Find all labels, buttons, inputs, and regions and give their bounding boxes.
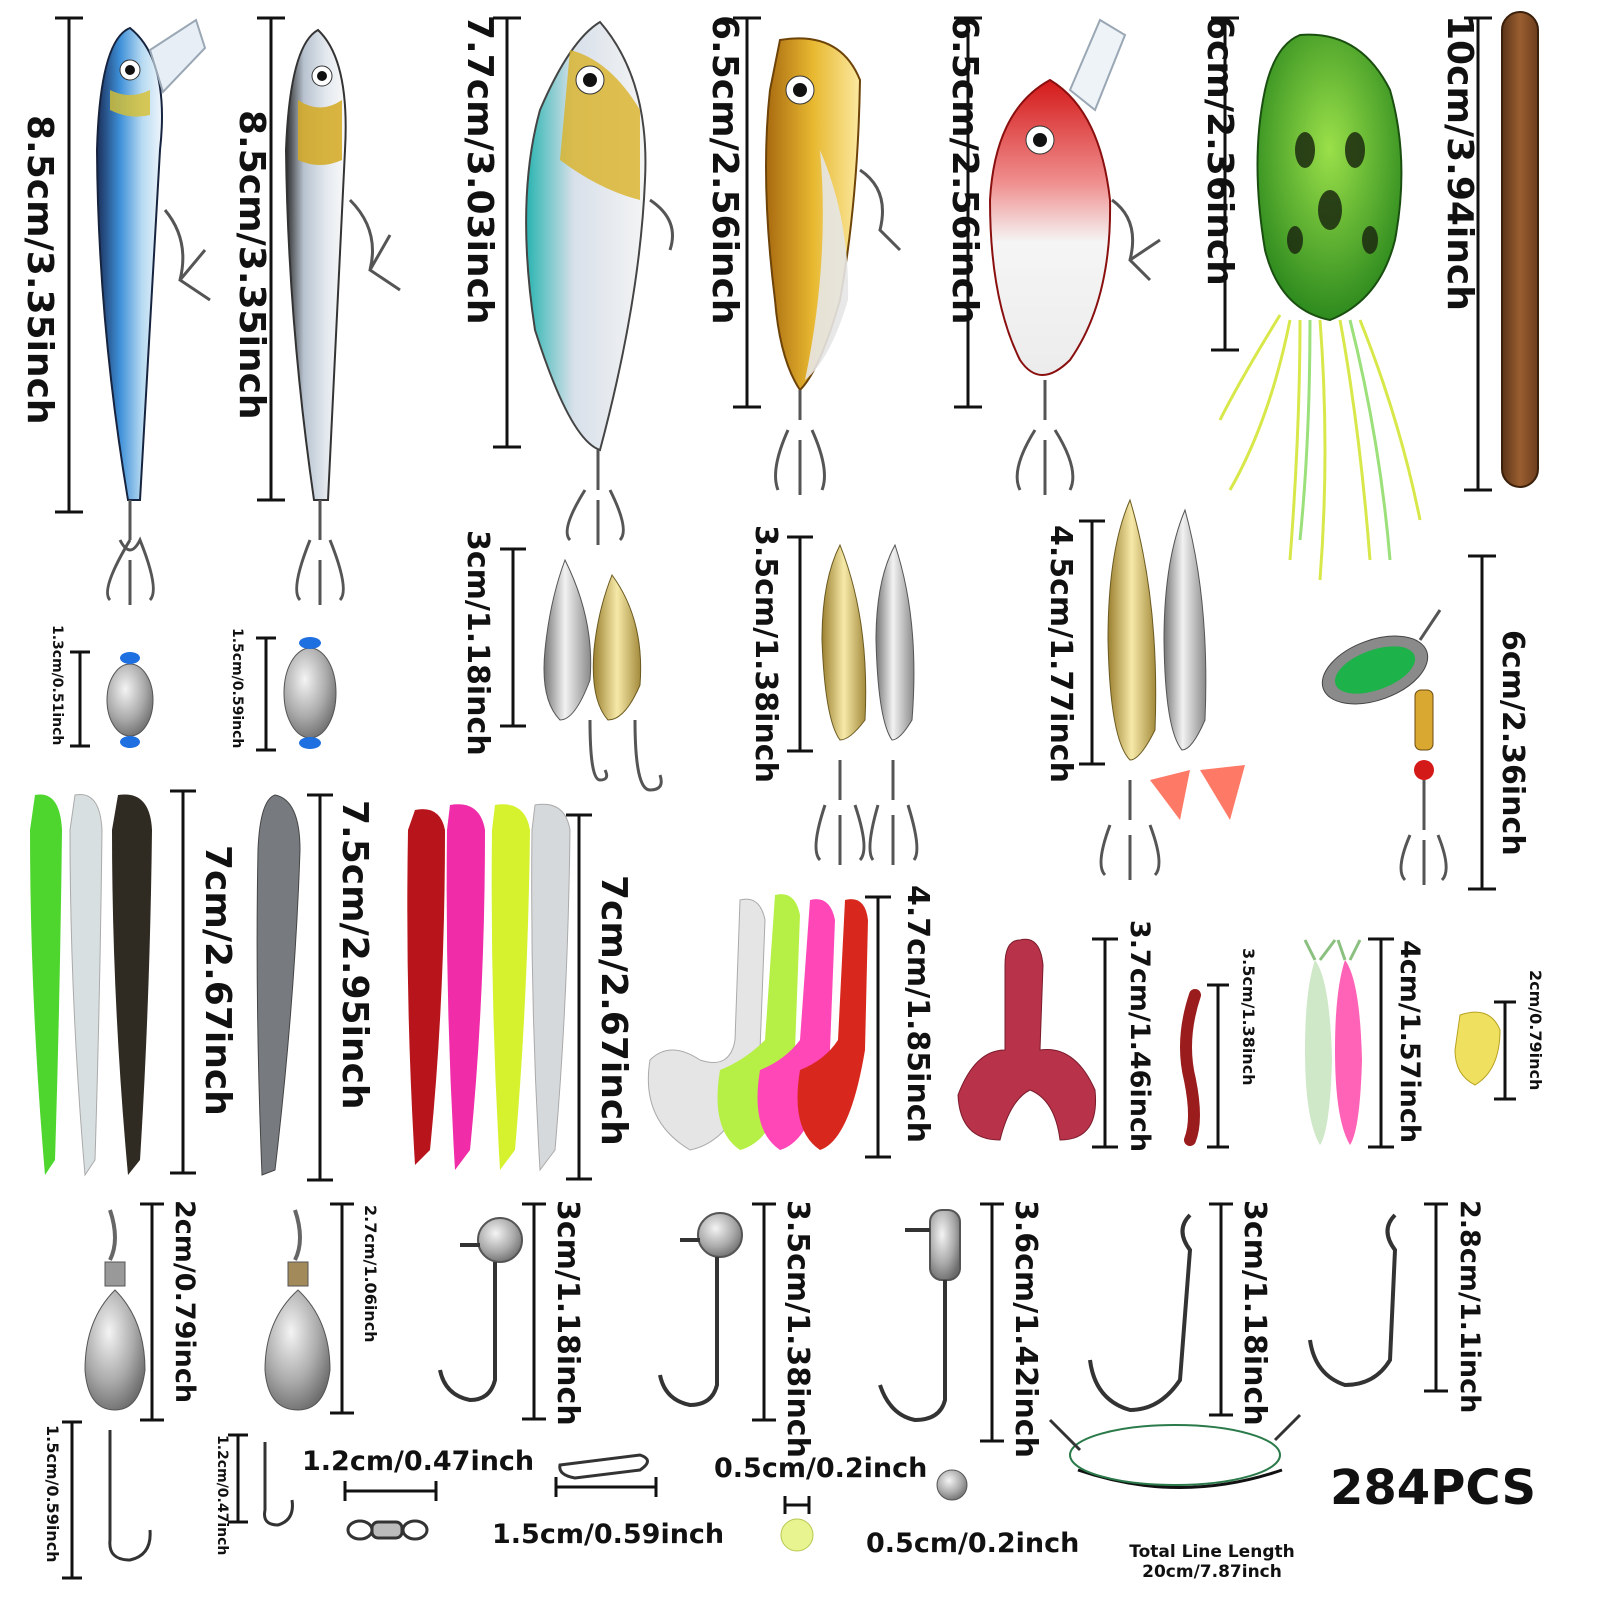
label-jig-1: 3cm/1.18inch bbox=[550, 1200, 585, 1426]
split-shot bbox=[936, 1469, 968, 1501]
popper-lure bbox=[765, 37, 902, 495]
label-hook-small-1: 1.5cm/0.59inch bbox=[43, 1425, 62, 1563]
minnow-silver bbox=[284, 28, 401, 605]
glow-bead bbox=[780, 1518, 814, 1552]
spoon-large bbox=[1099, 498, 1245, 880]
label-leader: Total Line Length 20cm/7.87inch bbox=[1112, 1542, 1312, 1582]
split-tail-shad bbox=[256, 794, 301, 1176]
small-hook-2 bbox=[263, 1442, 294, 1527]
spoon-mid bbox=[814, 543, 919, 865]
label-grub-twin: 3.7cm/1.46inch bbox=[1124, 920, 1155, 1153]
twin-tail-grub bbox=[957, 938, 1097, 1141]
egg-sinker-5 bbox=[283, 637, 337, 749]
spoon-small bbox=[543, 558, 663, 792]
spinner bbox=[1321, 609, 1448, 885]
minnow-blue bbox=[95, 18, 211, 605]
label-maggot: 2cm/0.79inch bbox=[1526, 970, 1545, 1091]
label-shad-paddle: 7cm/2.67inch bbox=[197, 845, 238, 1116]
wire-leader bbox=[1048, 1413, 1302, 1486]
label-vib: 7.7cm/3.03inch bbox=[459, 15, 500, 325]
jig-head-3 bbox=[878, 1209, 961, 1423]
label-jig-2: 3.5cm/1.38inch bbox=[780, 1200, 815, 1458]
label-stickworm: 10cm/3.94inch bbox=[1439, 15, 1480, 311]
label-worm-small: 3.5cm/1.38inch bbox=[1239, 948, 1258, 1086]
label-split-shot: 0.5cm/0.2inch bbox=[866, 1528, 1080, 1559]
label-spoon-mid: 3.5cm/1.38inch bbox=[748, 525, 783, 783]
frog-lure bbox=[1218, 33, 1422, 581]
snap-pin bbox=[558, 1453, 649, 1480]
label-hook-offset: 2.8cm/1.1inch bbox=[1454, 1200, 1485, 1414]
label-sinker-3: 1.3cm/0.51inch bbox=[49, 625, 65, 746]
curly-tail-grubs bbox=[647, 894, 868, 1151]
label-swivel: 1.2cm/0.47inch bbox=[302, 1446, 535, 1477]
label-snap: 1.5cm/0.59inch bbox=[492, 1519, 725, 1550]
label-shad-ribbed: 7cm/2.67inch bbox=[593, 875, 634, 1146]
label-bell-sinker-7: 2.7cm/1.06inch bbox=[361, 1205, 380, 1343]
label-popper: 6.5cm/2.56inch bbox=[704, 15, 745, 325]
offset-hook bbox=[1308, 1213, 1398, 1388]
label-minnow-silver: 8.5cm/3.35inch bbox=[231, 110, 272, 420]
label-spoon-large: 4.5cm/1.77inch bbox=[1043, 525, 1078, 783]
small-worm bbox=[1180, 989, 1201, 1146]
label-crank: 6.5cm/2.56inch bbox=[944, 15, 985, 325]
piece-count: 284PCS bbox=[1330, 1460, 1537, 1516]
shrimp-lures bbox=[1303, 939, 1362, 1145]
wide-gap-hook bbox=[1088, 1213, 1193, 1413]
label-bead: 0.5cm/0.2inch bbox=[714, 1453, 928, 1484]
label-minnow-blue: 8.5cm/3.35inch bbox=[19, 115, 60, 425]
label-jig-3: 3.6cm/1.42inch bbox=[1008, 1200, 1043, 1458]
bell-sinker-7 bbox=[264, 1209, 331, 1411]
vib-lure bbox=[525, 20, 674, 545]
leader-caption: Total Line Length bbox=[1129, 1542, 1295, 1562]
maggot bbox=[1454, 1011, 1501, 1086]
label-bell-sinker-5: 2cm/0.79inch bbox=[169, 1200, 200, 1404]
label-spinner: 6cm/2.36inch bbox=[1495, 630, 1530, 856]
ribbed-shads bbox=[407, 803, 571, 1172]
label-hook-wide: 3cm/1.18inch bbox=[1237, 1200, 1272, 1426]
leader-length: 20cm/7.87inch bbox=[1142, 1562, 1282, 1582]
label-shrimp: 4cm/1.57inch bbox=[1394, 940, 1425, 1144]
crankbait bbox=[988, 18, 1161, 495]
bell-sinker-5 bbox=[84, 1209, 146, 1411]
label-frog: 6cm/2.36inch bbox=[1199, 15, 1240, 286]
label-spoon-small: 3cm/1.18inch bbox=[460, 530, 495, 756]
stick-worm bbox=[1501, 11, 1539, 488]
jig-head-2 bbox=[658, 1212, 743, 1408]
egg-sinker-3 bbox=[106, 652, 154, 748]
label-grub-curly: 4.7cm/1.85inch bbox=[900, 885, 935, 1143]
jig-head-1 bbox=[438, 1217, 523, 1403]
label-sinker-5: 1.5cm/0.59inch bbox=[229, 628, 245, 749]
small-hook-1 bbox=[108, 1430, 152, 1562]
label-hook-small-2: 1.2cm/0.47inch bbox=[214, 1435, 230, 1556]
paddle-tail-shads bbox=[30, 793, 152, 1177]
barrel-swivel bbox=[346, 1519, 429, 1541]
label-shad-split: 7.5cm/2.95inch bbox=[334, 800, 375, 1110]
